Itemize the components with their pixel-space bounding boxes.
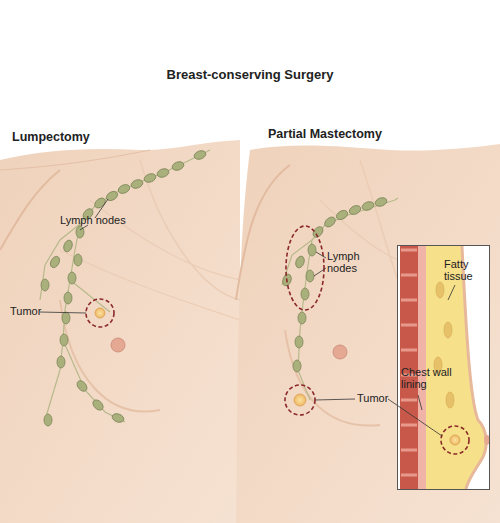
left-lymph-nodes [62,312,70,324]
right-leaders [314,268,326,276]
left-lymph-nodes [68,272,76,284]
cross-section-inset: Fatty tissueChest wall lining [397,245,490,490]
cross-section-inset [441,426,469,454]
right-tumor [285,385,315,415]
left-torso [0,140,240,523]
right-lymph-nodes [301,288,309,300]
right-lymph-nodes [308,244,316,256]
right-torso [333,345,347,359]
right-lymph-nodes [323,215,337,229]
right-lymph-nodes [348,204,362,216]
right-torso [236,165,290,300]
right-lymph-nodes [306,270,314,282]
left-lymph-nodes [75,379,89,393]
left-tumor [86,299,114,327]
right-torso [360,160,398,280]
tissue-label: Chest wall lining [401,366,457,390]
left-torso [60,300,160,412]
left-lymph-nodes [60,334,68,346]
left-lymph-vessels [60,172,165,370]
figure-title: Breast-conserving Surgery [0,68,500,82]
left-tumor [86,299,114,327]
cross-section-inset [444,322,452,338]
left-torso [0,170,60,250]
left-torso [0,150,150,170]
right-lymph-nodes [293,360,301,372]
left-torso [140,160,240,300]
right-lymph-nodes [335,209,349,222]
left-lymph-nodes [171,160,185,172]
cross-section-inset [401,250,417,475]
right-lymph-vessels [282,198,398,400]
left-lymph-nodes [57,356,65,368]
right-torso [236,144,500,523]
left-lymph-nodes [143,172,157,184]
left-leaders [40,312,86,313]
left-lymph-vessels [70,280,110,312]
left-lymph-vessels [63,340,125,422]
right-lymph-nodes [295,336,303,348]
anatomy-label: Lymph nodes [60,214,140,226]
right-leaders [418,395,422,410]
right-leaders [316,252,326,258]
panel-heading: Lumpectomy [12,131,212,145]
lymph-node-outline [286,226,324,310]
left-lymph-nodes [49,255,62,269]
right-leaders [315,399,355,400]
left-lymph-nodes [62,239,74,253]
cross-section-inset [446,392,454,408]
left-lymph-nodes [64,292,72,304]
right-lymph-nodes [374,196,388,208]
right-lymph-nodes [298,312,306,324]
right-lymph-nodes [361,200,375,212]
left-lymph-nodes [193,149,207,161]
left-lymph-nodes [111,412,125,424]
cross-section-inset [397,245,490,490]
panel-heading: Partial Mastectomy [268,128,468,142]
left-torso [0,140,240,523]
right-leaders [448,285,455,300]
right-torso [285,330,380,426]
left-tumor [95,308,105,318]
right-tumor [294,394,306,406]
left-lymph-vessels [45,370,60,420]
right-leaders [314,252,455,436]
right-lymph-vessels [298,200,395,370]
cross-section-inset [462,246,486,489]
cross-section-inset [397,245,490,490]
left-torso [111,338,125,352]
left-lymph-nodes [74,254,82,266]
right-lymph-nodes [281,196,388,372]
left-lymph-nodes [130,178,144,190]
left-lymph-nodes [117,183,131,195]
anatomy-label: Tumor [10,305,50,317]
right-lymph-nodes [294,255,306,269]
cross-section-inset [436,282,444,298]
left-lymph-nodes [156,167,170,179]
left-lymph-nodes [41,279,49,291]
cross-section-inset [434,282,454,408]
right-tumor [285,385,315,415]
cross-section-inset [450,435,460,445]
left-lymph-nodes [41,149,207,426]
left-lymph-vessels [40,150,210,422]
left-torso [90,200,240,280]
procedure-panel: Fatty tissueChest wall lining Partial Mas… [232,100,500,523]
anatomy-label: Tumor [357,392,397,404]
left-lymph-nodes [44,414,52,426]
right-torso [236,144,500,523]
tissue-label: Fatty tissue [444,258,486,282]
anatomy-label: Lymph nodes [327,250,367,274]
left-lymph-vessels [165,150,210,172]
left-lymph-nodes [91,398,105,412]
right-lymph-vessels [395,198,398,200]
